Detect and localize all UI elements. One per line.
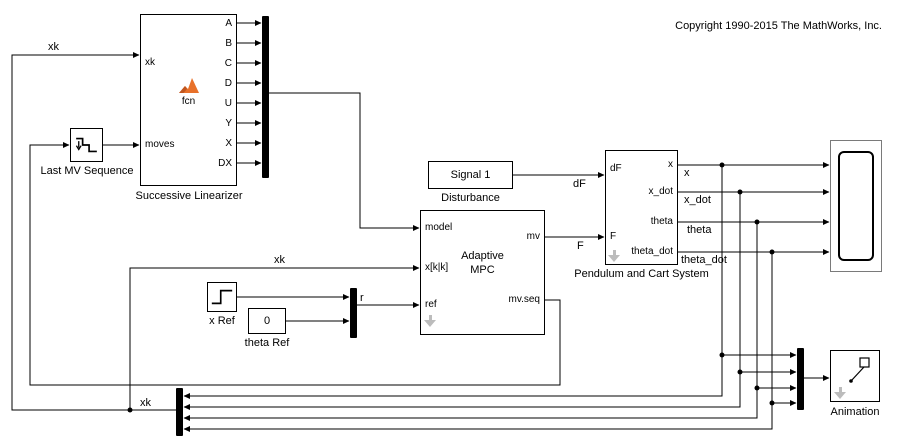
- block-theta-ref[interactable]: 0: [248, 308, 286, 334]
- copyright-text: Copyright 1990-2015 The MathWorks, Inc.: [675, 20, 882, 32]
- port-label-C: C: [224, 58, 232, 69]
- branch-dots: [127, 162, 775, 413]
- look-inside-icon: [834, 387, 846, 400]
- fcn-label: fcn: [181, 96, 196, 107]
- signal-label-x-dot: x_dot: [684, 194, 711, 206]
- staircase-icon: [75, 137, 97, 153]
- signal-label-xk-to-mpc: xk: [274, 254, 285, 266]
- port-label-xk-in: xk: [145, 57, 155, 68]
- block-name-adaptive-mpc: Adaptive MPC: [461, 250, 504, 276]
- port-label-model: model: [425, 222, 453, 233]
- port-label-xkk: x[k|k]: [425, 262, 449, 273]
- matlab-function-icon-group: fcn: [141, 77, 236, 107]
- port-label-thetadot: theta_dot: [631, 246, 673, 257]
- port-label-ref: ref: [425, 299, 437, 310]
- port-label-mvseq: mv.seq: [508, 294, 541, 305]
- signal-label-theta: theta: [687, 224, 712, 236]
- port-label-xdot: x_dot: [648, 186, 673, 197]
- mux-state-feedback[interactable]: [176, 388, 183, 436]
- signal-label-xk-bottom: xk: [140, 397, 151, 409]
- port-label-Y: Y: [225, 118, 232, 129]
- step-icon: [211, 289, 233, 305]
- block-animation[interactable]: [830, 350, 880, 402]
- signal-builder-text: Signal 1: [450, 169, 491, 181]
- block-label-pendulum-cart-system: Pendulum and Cart System: [574, 268, 709, 280]
- signal-label-r: r: [360, 292, 364, 304]
- block-x-ref[interactable]: [207, 282, 237, 312]
- port-label-D: D: [224, 78, 232, 89]
- constant-value: 0: [263, 315, 271, 327]
- scope-screen-icon: [838, 151, 874, 261]
- block-label-x-ref: x Ref: [209, 315, 235, 327]
- port-label-A: A: [225, 18, 232, 29]
- port-label-theta: theta: [650, 216, 673, 227]
- signal-label-F: F: [577, 240, 584, 252]
- block-disturbance[interactable]: Signal 1: [428, 161, 513, 189]
- port-label-dF: dF: [610, 163, 622, 174]
- block-label-theta-ref: theta Ref: [244, 337, 290, 349]
- port-label-B: B: [225, 38, 232, 49]
- mux-reference[interactable]: [350, 288, 357, 338]
- port-label-F: F: [610, 231, 617, 242]
- port-label-X: X: [225, 138, 232, 149]
- port-label-x: x: [668, 159, 673, 170]
- signal-label-xk-top: xk: [48, 41, 59, 53]
- block-label-disturbance: Disturbance: [441, 192, 500, 204]
- pendulum-icon: [849, 357, 870, 383]
- look-inside-icon: [424, 315, 436, 328]
- block-scope[interactable]: [830, 140, 882, 272]
- block-label-animation: Animation: [830, 406, 880, 418]
- block-label-successive-linearizer: Successive Linearizer: [135, 190, 243, 202]
- signal-label-x: x: [684, 167, 690, 179]
- matlab-fcn-icon: [178, 78, 199, 93]
- block-last-mv-sequence[interactable]: [70, 128, 103, 162]
- mux-animation-inputs[interactable]: [797, 348, 804, 410]
- port-label-U: U: [224, 98, 232, 109]
- mux-linearizer-outputs[interactable]: [262, 16, 269, 178]
- look-inside-icon: [608, 250, 620, 263]
- port-label-DX: DX: [218, 158, 232, 169]
- block-successive-linearizer[interactable]: xk moves A B C D U Y X DX fcn: [140, 14, 237, 186]
- port-label-mv: mv: [526, 231, 540, 242]
- port-label-moves-in: moves: [145, 139, 175, 150]
- block-label-last-mv-sequence: Last MV Sequence: [40, 165, 134, 177]
- block-adaptive-mpc[interactable]: model x[k|k] ref mv mv.seq Adaptive MPC: [420, 210, 545, 335]
- signal-label-theta-dot: theta_dot: [681, 254, 727, 266]
- signal-label-dF: dF: [573, 178, 586, 190]
- block-pendulum-cart-system[interactable]: dF F x x_dot theta theta_dot: [605, 150, 678, 265]
